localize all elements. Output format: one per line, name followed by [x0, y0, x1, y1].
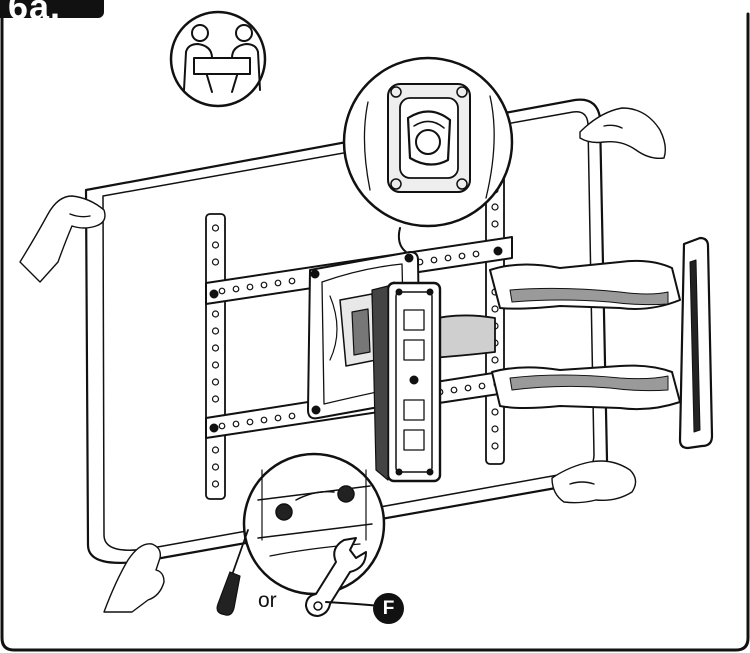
hand-bottom-left	[103, 543, 165, 613]
step-frame-border	[0, 12, 750, 652]
step-number: 6a.	[8, 0, 61, 18]
or-label: or	[258, 589, 277, 612]
vertical-adapter-bracket	[371, 281, 442, 483]
part-badge-f: F	[373, 593, 404, 624]
two-person-lift-icon	[169, 10, 267, 108]
hand-top-left	[19, 195, 106, 283]
swing-arm	[427, 259, 681, 411]
screwdriver-icon	[216, 529, 249, 616]
step-number-tab: 6a.	[0, 0, 104, 18]
hand-top-right	[579, 107, 667, 160]
tv-bracket-rail-left	[205, 213, 226, 500]
detail-magnifier-top	[342, 56, 514, 253]
hand-bottom-right	[551, 460, 637, 504]
wall-plate	[678, 236, 714, 450]
detail-magnifier-bottom	[242, 452, 386, 596]
